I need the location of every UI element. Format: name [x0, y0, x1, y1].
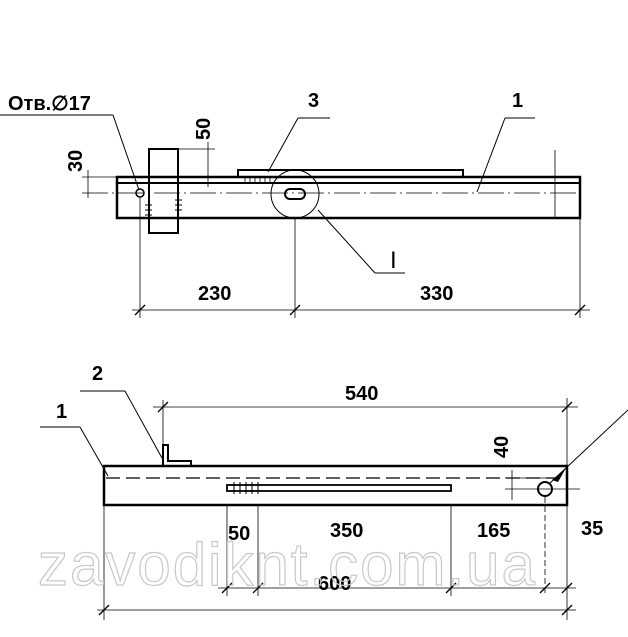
- callout-1-leader: [476, 117, 506, 193]
- dim-40: 40: [491, 436, 513, 458]
- hole-leader: [112, 114, 140, 191]
- dim-330: 330: [420, 283, 453, 305]
- arrow-icon: [552, 468, 566, 482]
- plate-hatch: [244, 177, 271, 183]
- clamp-block: [148, 148, 179, 234]
- callout-1-bottom-leader: [79, 426, 109, 477]
- clamp-ticks: [145, 199, 182, 216]
- dim-35: 35: [581, 518, 603, 540]
- dim-350: 350: [330, 520, 363, 542]
- dim-50-bottom: 50: [228, 523, 250, 545]
- callout-2: 2: [92, 363, 103, 385]
- callout-3: 3: [308, 90, 319, 112]
- bottom-view: 2 1 540 40 50 350 165 35: [40, 363, 628, 620]
- slot: [226, 484, 452, 492]
- hole-17: [135, 188, 145, 198]
- callout-1-bottom: 1: [56, 401, 67, 423]
- dim-ticks-top: [134, 304, 586, 316]
- top-view: Отв.∅17 3 1 I 50 30 230 330: [0, 90, 590, 318]
- plate-3: [237, 169, 464, 178]
- hole-label: Отв.∅17: [8, 93, 91, 115]
- callout-3-leader: [267, 117, 299, 173]
- dim-600: 600: [318, 573, 351, 595]
- detail-callout: I: [390, 247, 397, 274]
- dim-540: 540: [345, 383, 378, 405]
- detail-leader: [317, 209, 376, 274]
- watermark: zavodiknt.com.ua: [38, 531, 537, 598]
- dim-540-ticks: [157, 401, 573, 413]
- dim-row-ticks: [221, 582, 573, 594]
- callout-1-top: 1: [512, 90, 523, 112]
- dim-600-ticks: [98, 604, 573, 616]
- dim-165: 165: [477, 520, 510, 542]
- dim-50-top: 50: [193, 118, 215, 140]
- slot-ticks: [233, 482, 259, 494]
- dim-230: 230: [198, 283, 231, 305]
- callout-2-leader: [124, 390, 163, 459]
- dim-30: 30: [65, 150, 87, 172]
- slot-oval: [284, 188, 306, 200]
- angle-bracket-2: [162, 444, 192, 466]
